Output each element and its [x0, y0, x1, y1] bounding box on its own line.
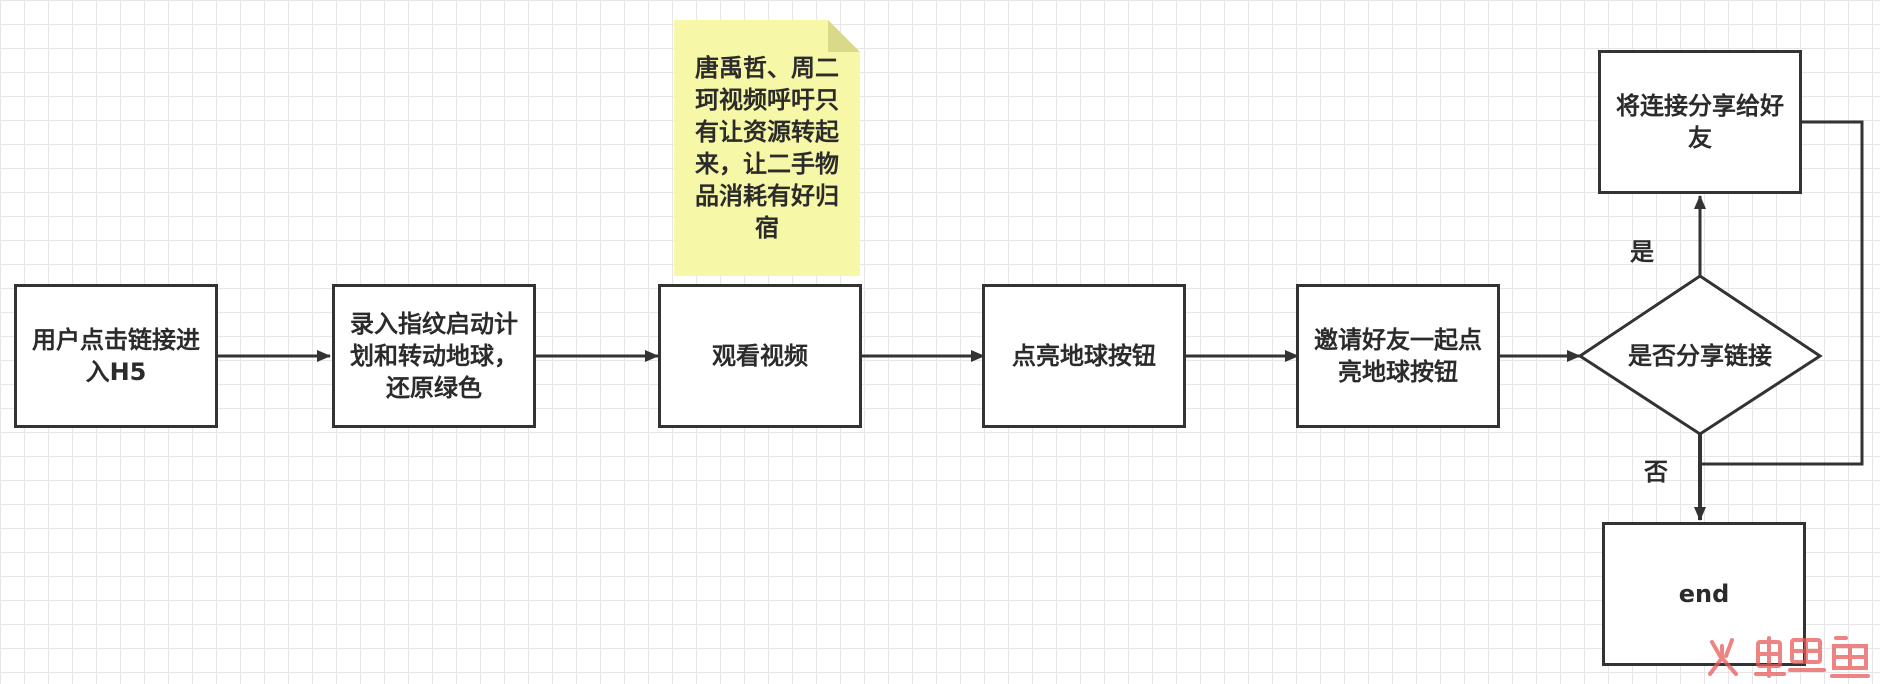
node-user-click[interactable]: 用户点击链接进入H5	[14, 284, 218, 428]
node-light-globe-label: 点亮地球按钮	[1012, 342, 1156, 370]
node-watch-video-label: 观看视频	[712, 342, 808, 370]
node-invite-friends[interactable]: 邀请好友一起点亮地球按钮	[1296, 284, 1500, 428]
node-watch-video[interactable]: 观看视频	[658, 284, 862, 428]
sticky-note-text: 唐禹哲、周二珂视频呼吁只有让资源转起来，让二手物品消耗有好归宿	[695, 54, 839, 242]
node-share-to-friends-label: 将连接分享给好友	[1616, 92, 1784, 152]
node-invite-friends-label: 邀请好友一起点亮地球按钮	[1314, 326, 1482, 386]
node-fingerprint-label: 录入指纹启动计划和转动地球，还原绿色	[350, 310, 518, 402]
node-light-globe[interactable]: 点亮地球按钮	[982, 284, 1186, 428]
node-user-click-label: 用户点击链接进入H5	[32, 326, 200, 386]
no-label: 否	[1644, 458, 1668, 486]
sticky-note	[674, 20, 860, 276]
node-fingerprint[interactable]: 录入指纹启动计划和转动地球，还原绿色	[332, 284, 536, 428]
node-end-label: end	[1678, 580, 1730, 608]
decision-label: 是否分享链接	[1628, 342, 1772, 370]
watermark-logo	[1708, 636, 1870, 678]
yes-label: 是	[1630, 238, 1654, 266]
node-share-to-friends[interactable]: 将连接分享给好友	[1598, 50, 1802, 194]
edge-share-to-end	[1702, 120, 1864, 466]
